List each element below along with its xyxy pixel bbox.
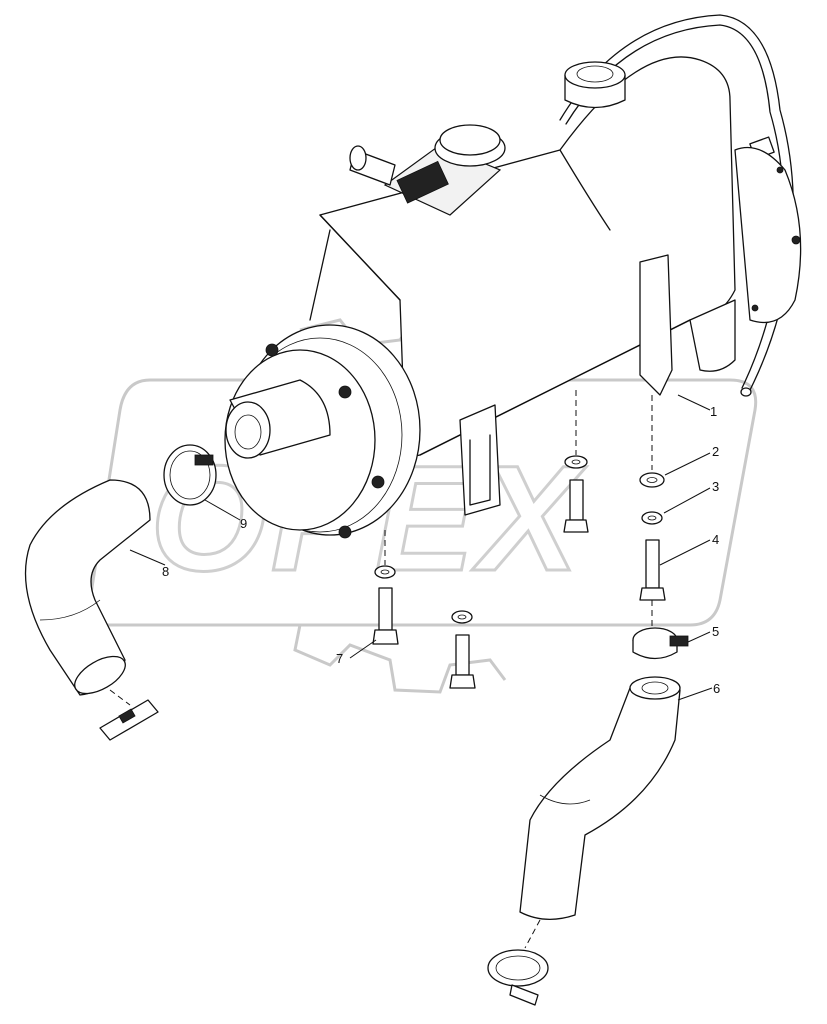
- callout-4: 4: [712, 532, 719, 547]
- washer-2: [639, 472, 665, 488]
- coolant-hose-6: [519, 676, 681, 920]
- filler-cap: [564, 61, 626, 109]
- washer-lower: [451, 610, 473, 624]
- callout-7: 7: [336, 651, 343, 666]
- bolt-7: [372, 587, 399, 645]
- callout-2: 2: [712, 444, 719, 459]
- bolt-lower: [449, 634, 476, 689]
- hose-clamp-bottom: [487, 949, 549, 1006]
- callout-9: 9: [240, 516, 247, 531]
- callout-6: 6: [713, 681, 720, 696]
- front-end-cover: [224, 324, 421, 539]
- callout-5: 5: [712, 624, 719, 639]
- callout-8: 8: [162, 564, 169, 579]
- washer-center: [564, 455, 588, 469]
- callout-1: 1: [710, 404, 717, 419]
- hose-clamp-9: [163, 444, 217, 506]
- hose-clip: [99, 699, 159, 741]
- heater-unit: [224, 56, 802, 539]
- washer-7: [374, 565, 396, 579]
- lock-washer-3: [641, 511, 663, 525]
- bolt-4: [639, 539, 666, 601]
- side-inlet-pipe: [349, 145, 396, 186]
- callout-3: 3: [712, 479, 719, 494]
- hose-elbow-8: [24, 479, 151, 696]
- bolt-center: [563, 479, 589, 533]
- bracket-right: [639, 254, 673, 396]
- pressure-cap: [383, 124, 506, 216]
- hose-clamp-5: [632, 627, 689, 660]
- bracket-left: [459, 404, 501, 516]
